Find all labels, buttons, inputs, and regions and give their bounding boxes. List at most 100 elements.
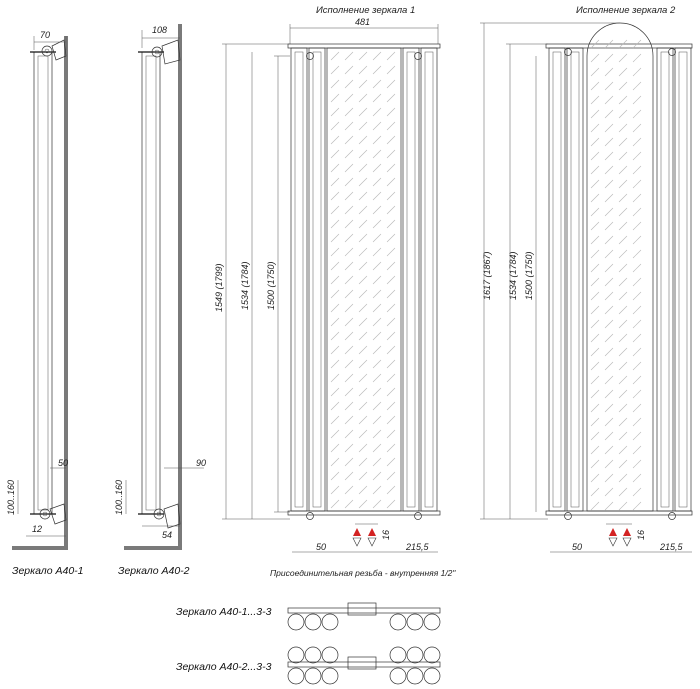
glass-hatch-stroke (386, 205, 396, 215)
glass-hatch-stroke (330, 345, 340, 355)
glass-hatch-stroke (344, 177, 354, 187)
dim-bracket: 90 (196, 458, 206, 468)
glass-hatch-stroke (372, 303, 382, 313)
glass-hatch-stroke (358, 275, 368, 285)
dim-mid: 1534 (1784) (240, 261, 250, 310)
glass-hatch-stroke (330, 107, 340, 117)
glass-hatch-stroke (618, 109, 628, 119)
glass-hatch-stroke (604, 389, 614, 399)
glass-hatch-stroke (618, 431, 628, 441)
dim-left: 50 (316, 542, 326, 552)
tube-section-icon (304, 667, 322, 685)
glass-hatch-stroke (604, 417, 614, 427)
glass-hatch-stroke (632, 151, 642, 161)
glass-hatch-stroke (372, 205, 382, 215)
glass-hatch-stroke (358, 205, 368, 215)
glass-hatch-stroke (372, 429, 382, 439)
glass-hatch-stroke (386, 93, 396, 103)
glass-hatch-stroke (590, 221, 600, 231)
glass-hatch-stroke (372, 149, 382, 159)
supply-arrow-icon (353, 528, 361, 536)
glass-hatch-stroke (330, 401, 340, 411)
glass-hatch-stroke (590, 249, 600, 259)
glass-hatch-stroke (618, 361, 628, 371)
glass-hatch-stroke (386, 317, 396, 327)
glass-hatch-stroke (632, 263, 642, 273)
glass-hatch-stroke (358, 107, 368, 117)
glass-hatch-stroke (590, 137, 600, 147)
glass-hatch-stroke (330, 373, 340, 383)
dim-side: 100..160 (114, 480, 124, 515)
glass-hatch-stroke (330, 163, 340, 173)
glass-hatch-stroke (618, 67, 628, 77)
glass-hatch-stroke (618, 165, 628, 175)
valve-top-icon (151, 46, 163, 58)
dim-inner: 1500 (1750) (266, 261, 276, 310)
glass-hatch-stroke (386, 499, 396, 509)
glass-hatch-stroke (632, 277, 642, 287)
glass-hatch-stroke (330, 457, 340, 467)
tube-left-2 (308, 47, 326, 512)
glass-hatch-stroke (590, 445, 600, 455)
plug-bottom-right-icon (414, 512, 422, 520)
glass-hatch-stroke (372, 499, 382, 509)
glass-hatch-stroke (330, 429, 340, 439)
glass-hatch-stroke (372, 121, 382, 131)
glass-hatch-stroke (372, 359, 382, 369)
glass-hatch-stroke (618, 389, 628, 399)
glass-hatch-stroke (590, 95, 600, 105)
glass-hatch-stroke (590, 389, 600, 399)
glass-hatch-stroke (386, 457, 396, 467)
glass-hatch-stroke (330, 79, 340, 89)
glass-hatch-stroke (358, 345, 368, 355)
glass-hatch-stroke (618, 95, 628, 105)
glass-hatch-stroke (632, 319, 642, 329)
glass-hatch-stroke (372, 331, 382, 341)
glass-hatch-stroke (386, 401, 396, 411)
glass-hatch-stroke (358, 443, 368, 453)
glass-hatch-stroke (372, 247, 382, 257)
supply-arrow-icon (623, 528, 631, 536)
glass-hatch-stroke (632, 207, 642, 217)
glass-hatch-stroke (330, 233, 340, 243)
glass-hatch-stroke (372, 345, 382, 355)
valve-bottom-icon (153, 508, 165, 520)
glass-hatch-stroke (372, 457, 382, 467)
radiator-column (33, 51, 53, 515)
front-view-title: Исполнение зеркала 2 (576, 5, 676, 16)
glass-hatch-stroke (604, 445, 614, 455)
glass-hatch-stroke (590, 459, 600, 469)
glass-hatch-stroke (386, 107, 396, 117)
glass-hatch-stroke (604, 235, 614, 245)
glass-hatch-stroke (372, 485, 382, 495)
glass-hatch-stroke (372, 79, 382, 89)
glass-hatch-stroke (604, 277, 614, 287)
glass-hatch-stroke (632, 347, 642, 357)
tube-right-1 (402, 47, 420, 512)
glass-hatch-stroke (632, 361, 642, 371)
glass-hatch-stroke (386, 233, 396, 243)
glass-hatch-stroke (632, 81, 642, 91)
mirror-section (347, 602, 377, 616)
glass-hatch-stroke (386, 485, 396, 495)
glass-hatch-stroke (604, 403, 614, 413)
glass-hatch-stroke (358, 289, 368, 299)
glass-hatch-stroke (604, 347, 614, 357)
glass-hatch-stroke (632, 109, 642, 119)
glass-hatch-stroke (386, 51, 396, 61)
glass-hatch-stroke (632, 53, 642, 63)
glass-hatch-stroke (358, 317, 368, 327)
glass-hatch-stroke (632, 333, 642, 343)
dim-right: 215,5 (405, 542, 430, 552)
glass-hatch-stroke (604, 123, 614, 133)
glass-hatch-stroke (590, 193, 600, 203)
dim-width: 481 (355, 17, 370, 27)
glass-hatch-stroke (358, 457, 368, 467)
glass-hatch-stroke (604, 95, 614, 105)
glass-hatch-stroke (358, 51, 368, 61)
glass-hatch-stroke (372, 261, 382, 271)
glass-hatch-stroke (344, 345, 354, 355)
glass-hatch-stroke (632, 487, 642, 497)
glass-hatch-stroke (618, 501, 628, 511)
glass-hatch-stroke (386, 219, 396, 229)
